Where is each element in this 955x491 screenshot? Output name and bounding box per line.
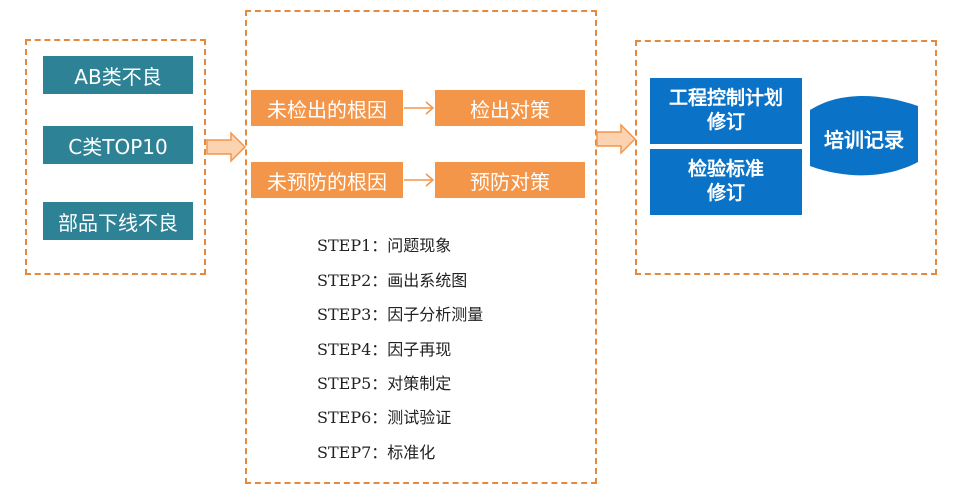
step-item-1: STEP1：问题现象 — [317, 232, 451, 256]
middle-panel — [245, 10, 597, 484]
step-text: 因子分析测量 — [387, 305, 484, 324]
step-item-2: STEP2：画出系统图 — [317, 267, 467, 291]
step-label: STEP6： — [317, 408, 388, 427]
step-text: 对策制定 — [387, 374, 452, 393]
inspection-standard-line2: 修订 — [706, 182, 745, 204]
step-item-7: STEP7：标准化 — [317, 439, 435, 463]
step-text: 测试验证 — [387, 408, 452, 427]
category-part-offline-defect: 部品下线不良 — [43, 202, 193, 240]
step-text: 标准化 — [387, 443, 436, 462]
unprevented-root-cause: 未预防的根因 — [251, 162, 403, 198]
training-record-document-shape — [810, 95, 918, 176]
step-text: 画出系统图 — [387, 271, 468, 290]
inspection-standard-line1: 检验标准 — [687, 158, 764, 181]
flow-arrow-left — [206, 131, 247, 163]
step-label: STEP2： — [317, 271, 388, 290]
step-label: STEP4： — [317, 340, 388, 359]
training-record-label: 培训记录 — [824, 128, 904, 152]
prevention-countermeasure: 预防对策 — [435, 162, 585, 198]
process-control-plan-line2: 修订 — [706, 111, 745, 133]
undetected-root-cause: 未检出的根因 — [251, 90, 403, 126]
category-ab-defect: AB类不良 — [43, 56, 193, 94]
step-item-4: STEP4：因子再现 — [317, 336, 451, 360]
detection-countermeasure: 检出对策 — [435, 90, 585, 126]
step-item-5: STEP5：对策制定 — [317, 370, 451, 394]
step-text: 问题现象 — [387, 236, 452, 255]
step-label: STEP5： — [317, 374, 388, 393]
flow-arrow-right — [596, 123, 637, 155]
step-label: STEP7： — [317, 443, 388, 462]
category-c-top10: C类TOP10 — [43, 126, 193, 164]
step-text: 因子再现 — [387, 340, 452, 359]
inspection-standard-revision: 检验标准 修订 — [650, 149, 802, 215]
process-control-plan-revision: 工程控制计划 修订 — [650, 78, 802, 144]
right-panel — [635, 40, 937, 275]
step-label: STEP1： — [317, 236, 388, 255]
arrow-to-prevention-countermeasure — [404, 173, 435, 187]
arrow-to-detection-countermeasure — [404, 101, 435, 115]
step-item-3: STEP3：因子分析测量 — [317, 301, 483, 325]
step-item-6: STEP6：测试验证 — [317, 404, 451, 428]
step-label: STEP3： — [317, 305, 388, 324]
left-panel — [25, 39, 206, 275]
process-control-plan-line1: 工程控制计划 — [668, 87, 783, 110]
